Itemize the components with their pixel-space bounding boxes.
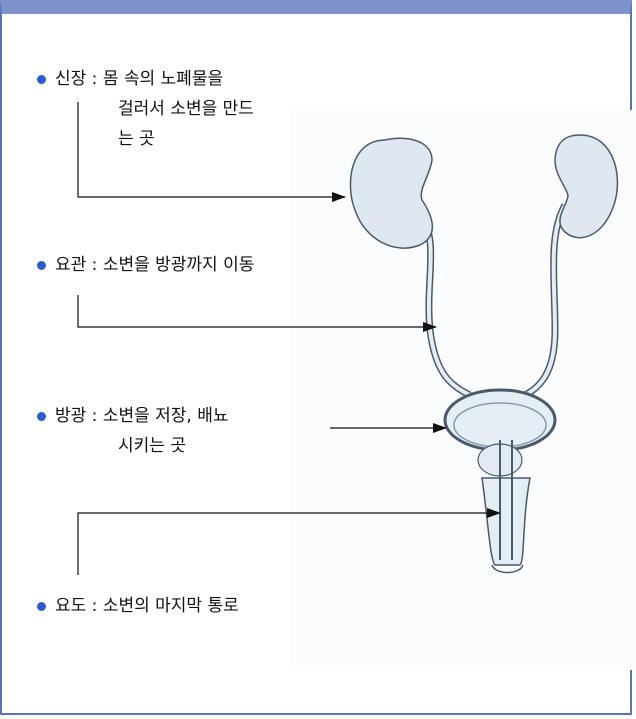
kidney-label-line2: 걸러서 소변을 만드 <box>118 96 254 122</box>
kidney-label-line3: 는 곳 <box>118 126 155 152</box>
urethra-label-line1: 요도 : 소변의 마지막 통로 <box>55 593 239 619</box>
ureter-label-line1: 요관 : 소변을 방광까지 이동 <box>55 252 254 278</box>
ureter-bullet <box>37 261 46 270</box>
bladder-label-line2: 시키는 곳 <box>118 433 186 459</box>
kidney-bullet <box>37 75 46 84</box>
urethra-bullet <box>37 602 46 611</box>
bladder-bullet <box>37 412 46 421</box>
bladder-label-line1: 방광 : 소변을 저장, 배뇨 <box>55 403 229 429</box>
kidney-label-line1: 신장 : 몸 속의 노폐물을 <box>55 66 223 92</box>
